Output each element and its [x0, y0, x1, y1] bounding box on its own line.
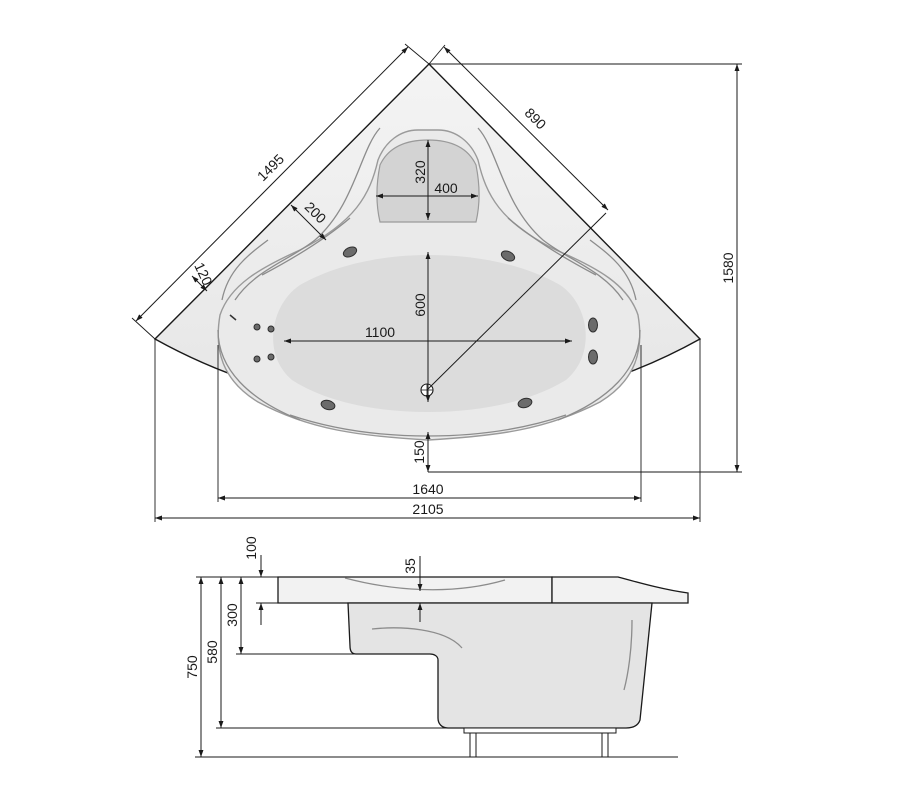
tub-body-profile: [347, 602, 653, 729]
contour-side: [623, 619, 633, 691]
contour-inner-right: [507, 217, 597, 276]
jet-icon: [588, 317, 598, 333]
dim-line-offset: [191, 275, 208, 292]
jet-icon: [500, 250, 516, 262]
contour-left-edge: [217, 329, 301, 421]
dim-line-rim-side: [135, 46, 409, 322]
dim-line-radius: [426, 212, 607, 391]
dim-label-rim-thickness: 100: [243, 536, 259, 560]
dim-label-total-height: 750: [184, 655, 200, 679]
extension-line: [131, 317, 156, 340]
contour-seat: [371, 627, 463, 649]
jet-icon: [267, 325, 275, 333]
tub-rim-extension: [551, 576, 689, 604]
tub-base-plate: [463, 727, 617, 734]
extension-line: [404, 43, 430, 65]
dim-label-rim-side: 1495: [254, 151, 287, 184]
dim-label-front-rim: 150: [411, 440, 427, 464]
tub-leg: [601, 732, 609, 758]
dim-label-headrest-width: 400: [434, 180, 458, 196]
jet-icon: [253, 355, 261, 363]
tub-leg: [469, 732, 477, 758]
jet-icon: [253, 323, 261, 331]
dim-label-well-length: 1100: [365, 324, 395, 340]
dim-label-inner-depth: 580: [204, 640, 220, 664]
jet-icon: [267, 353, 275, 361]
contour-right-edge: [557, 329, 641, 421]
extension-line: [428, 44, 446, 65]
dim-label-inner-width: 1640: [412, 481, 443, 497]
side-view: 100 35 300 580 750: [184, 536, 689, 758]
contour-side-right: [589, 239, 637, 301]
dim-label-overall-width: 2105: [412, 501, 443, 517]
dim-label-headrest-depth: 320: [412, 160, 428, 184]
tub-rim-profile: [277, 576, 553, 604]
dim-label-seat-depth: 300: [224, 603, 240, 627]
dim-label-lip: 35: [402, 558, 418, 574]
dim-label-overall-depth: 1580: [720, 252, 736, 283]
dim-line-rim-width: [290, 204, 327, 241]
dim-label-well-depth: 600: [412, 293, 428, 317]
jet-icon: [320, 399, 336, 411]
jet-icon: [517, 397, 533, 409]
dim-line-back-side: [443, 46, 609, 211]
jet-icon: [588, 349, 598, 365]
top-view: 1495 890 200 120 320 400 600 1100 150 1: [131, 43, 742, 522]
